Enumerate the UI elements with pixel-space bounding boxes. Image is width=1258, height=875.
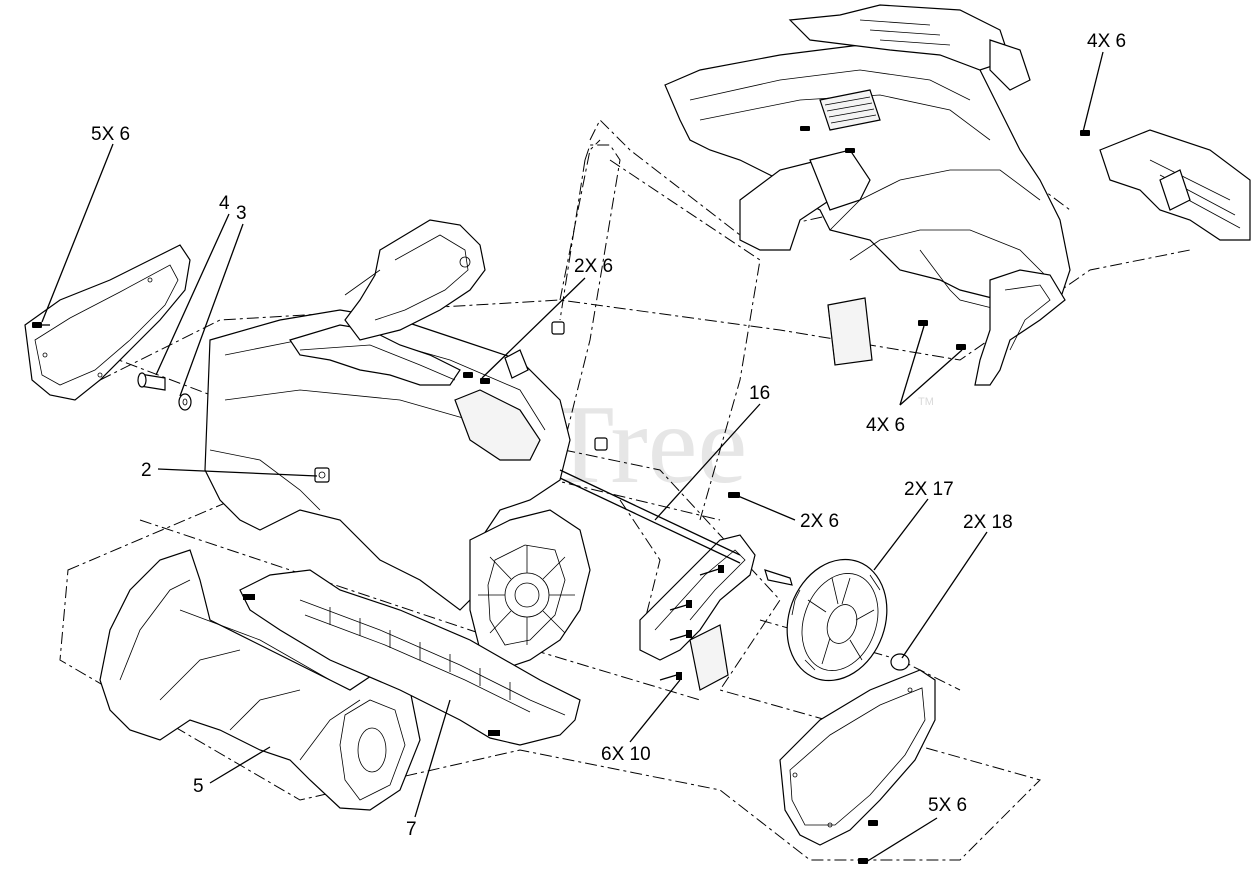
- callout-3: 3: [236, 203, 247, 224]
- callout-5x6-top: 5X 6: [91, 124, 130, 145]
- screw: [463, 372, 473, 378]
- right-side-cover: [779, 669, 936, 846]
- screw: [32, 322, 50, 328]
- screw: [868, 820, 878, 826]
- screw: [728, 492, 740, 498]
- screw: [956, 344, 966, 350]
- screw: [1080, 130, 1090, 136]
- callout-4: 4: [219, 193, 230, 214]
- screw: [918, 320, 928, 326]
- washer: [178, 393, 192, 411]
- leader-lines: [41, 51, 1104, 863]
- screw: [858, 858, 868, 864]
- wheel: [786, 558, 888, 682]
- nut: [551, 321, 565, 335]
- callout-5x6-bot: 5X 6: [928, 795, 967, 816]
- callout-4x6-mid: 4X 6: [866, 415, 905, 436]
- callout-2: 2: [141, 460, 152, 481]
- screw: [480, 378, 490, 384]
- watermark-trademark: TM: [918, 396, 934, 408]
- auger: [99, 549, 421, 811]
- scraper-bar: [239, 569, 581, 746]
- callout-2x6-top: 2X 6: [574, 256, 613, 277]
- handle-tube: [539, 144, 761, 521]
- discharge-chute-assembly: [664, 4, 1251, 386]
- nut: [314, 467, 330, 483]
- bolt: [669, 600, 692, 611]
- nut: [594, 437, 608, 451]
- fasteners: [32, 126, 1090, 864]
- callout-7: 7: [406, 819, 417, 840]
- screw: [800, 126, 810, 131]
- axle: [559, 469, 741, 564]
- callout-16: 16: [749, 383, 770, 404]
- bolt: [669, 630, 692, 641]
- screw: [845, 148, 855, 153]
- wheel-bracket-plate: [639, 534, 756, 691]
- callout-2x17: 2X 17: [904, 479, 954, 500]
- callout-4x6-top: 4X 6: [1087, 31, 1126, 52]
- handle-bracket: [344, 219, 486, 341]
- auger-housing: [204, 309, 591, 671]
- bolt: [699, 565, 724, 576]
- bolt: [764, 569, 793, 586]
- callouts: 5X 6 4 3 2X 6 4X 6 4X 6 16 2 2X 6 2X 17 …: [91, 31, 1126, 840]
- callout-5: 5: [193, 776, 204, 797]
- callout-2x6-mid: 2X 6: [800, 511, 839, 532]
- callout-6x10: 6X 10: [601, 744, 651, 765]
- clip: [504, 349, 529, 379]
- hub-cap: [890, 653, 910, 671]
- callout-2x18: 2X 18: [963, 512, 1013, 533]
- left-side-cover: [24, 244, 191, 401]
- bolt: [659, 672, 682, 681]
- bushing: [137, 372, 166, 391]
